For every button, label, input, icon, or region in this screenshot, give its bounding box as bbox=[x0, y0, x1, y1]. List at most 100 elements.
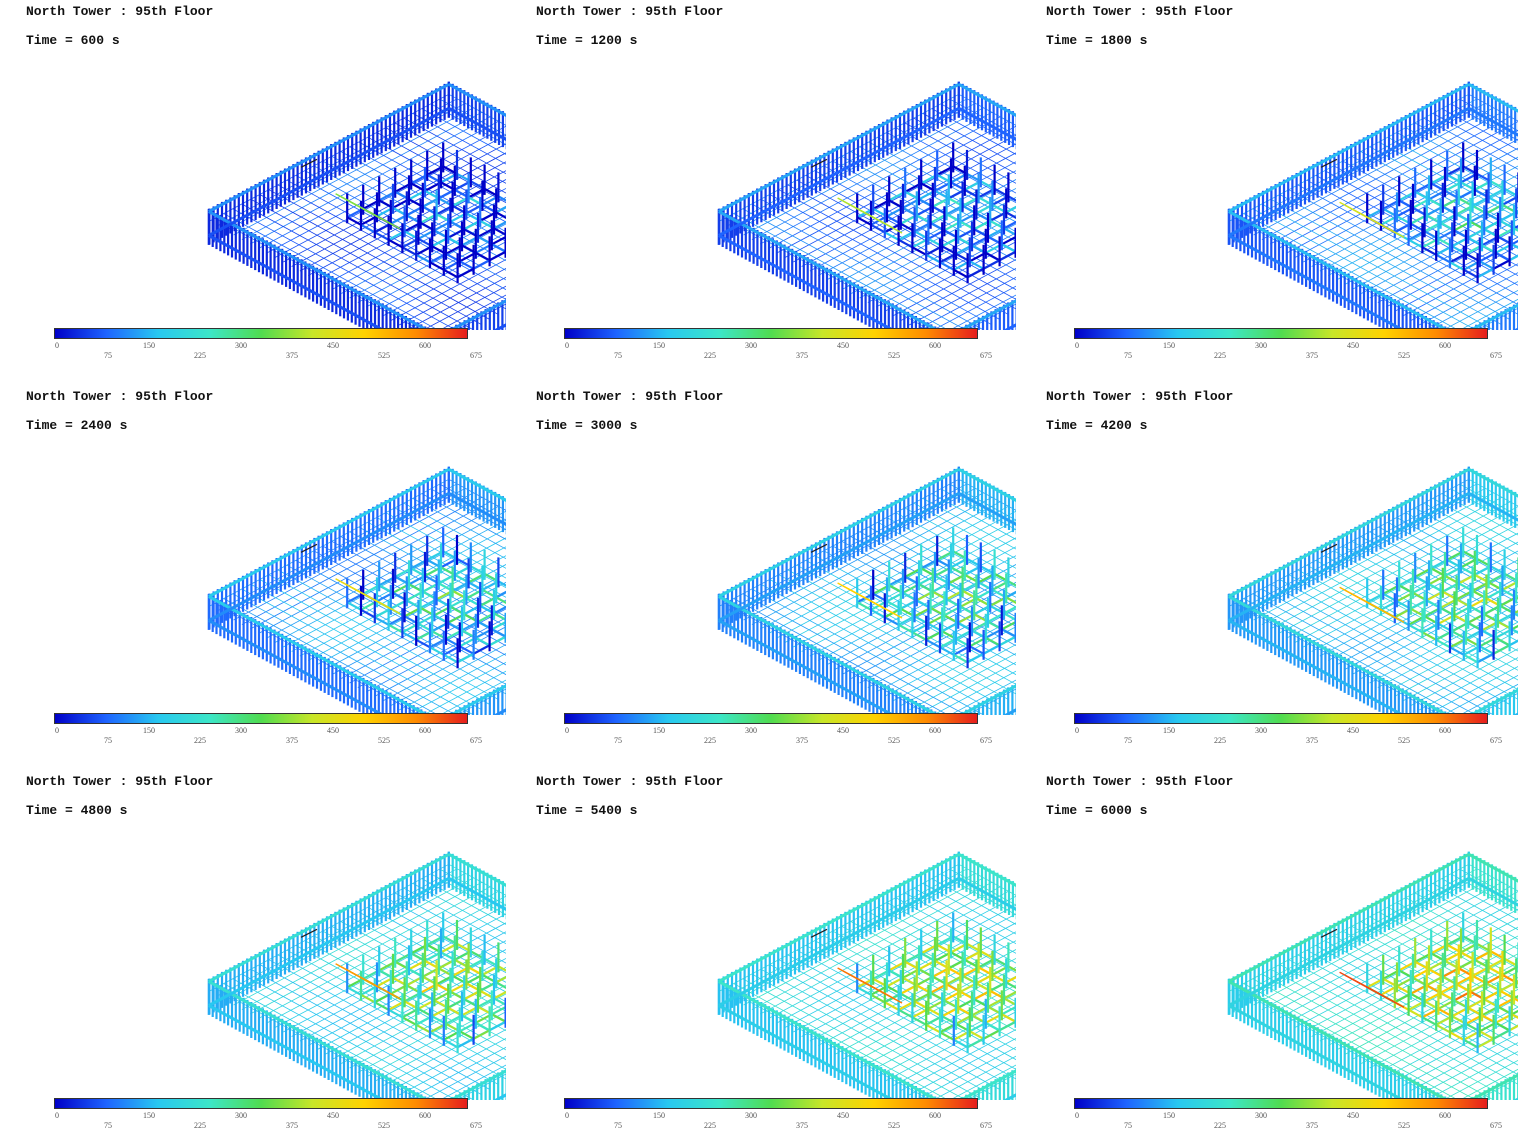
core-beam bbox=[1006, 212, 1016, 220]
core-beam bbox=[474, 260, 490, 269]
colorbar-tick-label: 375 bbox=[286, 736, 298, 745]
colorbar-tick-label: 75 bbox=[1124, 351, 1132, 360]
colorbar-tick-label: 375 bbox=[796, 351, 808, 360]
perimeter-beam bbox=[1229, 469, 1469, 596]
core-beam bbox=[984, 645, 1000, 654]
core-beam bbox=[1510, 637, 1518, 646]
core-beam bbox=[1510, 252, 1518, 260]
colorbar-tick-label: 375 bbox=[1306, 351, 1318, 360]
colorbar-tick-label: 600 bbox=[929, 341, 941, 350]
core-beam bbox=[1006, 597, 1016, 605]
colorbar-tick-label: 150 bbox=[653, 726, 665, 735]
colorbar-gradient bbox=[1074, 328, 1488, 339]
perimeter-beam bbox=[949, 618, 1016, 715]
colorbar-tick-label: 675 bbox=[980, 1121, 992, 1130]
colorbar-tick-label: 225 bbox=[1214, 351, 1226, 360]
core-beam bbox=[458, 654, 474, 663]
colorbar-tick-label: 150 bbox=[653, 341, 665, 350]
perimeter-beam bbox=[949, 1003, 1016, 1100]
colorbar-tick-label: 75 bbox=[1124, 736, 1132, 745]
colorbar-tick-label: 0 bbox=[565, 726, 569, 735]
colorbar-gradient bbox=[1074, 1098, 1488, 1109]
floor-framing-model bbox=[1020, 770, 1518, 1100]
colorbar-tick-label: 75 bbox=[104, 1121, 112, 1130]
floor-framing-model bbox=[0, 770, 506, 1100]
colorbar-tick-label: 300 bbox=[745, 341, 757, 350]
colorbar-tick-label: 675 bbox=[980, 351, 992, 360]
colorbar-tick-label: 300 bbox=[1255, 341, 1267, 350]
core-beam bbox=[496, 597, 506, 605]
core-beam bbox=[1006, 982, 1016, 990]
colorbar-tick-label: 450 bbox=[327, 1111, 339, 1120]
colorbar-tick-label: 150 bbox=[143, 341, 155, 350]
colorbar-tick-label: 300 bbox=[235, 726, 247, 735]
core-beam bbox=[494, 998, 506, 1006]
colorbar-tick-label: 300 bbox=[745, 1111, 757, 1120]
core-beam bbox=[1004, 998, 1016, 1006]
colorbar-gradient bbox=[1074, 713, 1488, 724]
colorbar-tick-label: 150 bbox=[653, 1111, 665, 1120]
core-beam bbox=[496, 212, 506, 220]
colorbar-tick-label: 450 bbox=[327, 726, 339, 735]
floor-framing-model bbox=[0, 385, 506, 715]
core-beam bbox=[1494, 645, 1510, 654]
colorbar-tick-label: 75 bbox=[614, 736, 622, 745]
colorbar-tick-label: 150 bbox=[1163, 341, 1175, 350]
core-beam bbox=[494, 613, 506, 621]
core-beam bbox=[984, 260, 1000, 269]
floor-framing-model bbox=[510, 385, 1016, 715]
colorbar-gradient bbox=[54, 713, 468, 724]
perimeter-beam bbox=[1229, 108, 1469, 235]
colorbar-tick-label: 675 bbox=[1490, 1121, 1502, 1130]
core-beam bbox=[1004, 228, 1016, 236]
colorbar-tick-label: 675 bbox=[1490, 351, 1502, 360]
colorbar-gradient bbox=[564, 713, 978, 724]
perimeter-beam bbox=[1229, 493, 1469, 620]
colorbar-tick-label: 225 bbox=[194, 736, 206, 745]
perimeter-beam bbox=[949, 233, 1016, 330]
perimeter-beam bbox=[209, 493, 449, 620]
colorbar-tick-label: 450 bbox=[1347, 341, 1359, 350]
colorbar-tick-label: 375 bbox=[796, 1121, 808, 1130]
colorbar-tick-label: 675 bbox=[470, 351, 482, 360]
colorbar-tick-label: 225 bbox=[194, 1121, 206, 1130]
perimeter-beam bbox=[719, 84, 959, 211]
colorbar-tick-label: 600 bbox=[1439, 1111, 1451, 1120]
perimeter-beam bbox=[1229, 854, 1469, 981]
colorbar-tick-label: 450 bbox=[837, 726, 849, 735]
colorbar-tick-label: 225 bbox=[194, 351, 206, 360]
colorbar-tick-label: 450 bbox=[837, 341, 849, 350]
perimeter-beam bbox=[209, 878, 449, 1005]
perimeter-beam bbox=[209, 469, 449, 596]
core-beam bbox=[1510, 1022, 1518, 1031]
colorbar-tick-label: 450 bbox=[327, 341, 339, 350]
core-beam bbox=[968, 269, 984, 278]
perimeter-beam bbox=[719, 493, 959, 620]
colorbar-tick-label: 225 bbox=[1214, 736, 1226, 745]
core-beam bbox=[496, 982, 506, 990]
colorbar-tick-label: 0 bbox=[55, 341, 59, 350]
colorbar-tick-label: 75 bbox=[104, 736, 112, 745]
core-beam bbox=[474, 1030, 490, 1039]
colorbar-tick-label: 525 bbox=[1398, 736, 1410, 745]
perimeter-beam bbox=[719, 878, 959, 1005]
colorbar-tick-label: 375 bbox=[286, 1121, 298, 1130]
floor-framing-model bbox=[1020, 385, 1518, 715]
colorbar-gradient bbox=[564, 328, 978, 339]
colorbar-tick-label: 300 bbox=[745, 726, 757, 735]
colorbar-tick-label: 225 bbox=[704, 1121, 716, 1130]
colorbar-tick-label: 600 bbox=[419, 726, 431, 735]
